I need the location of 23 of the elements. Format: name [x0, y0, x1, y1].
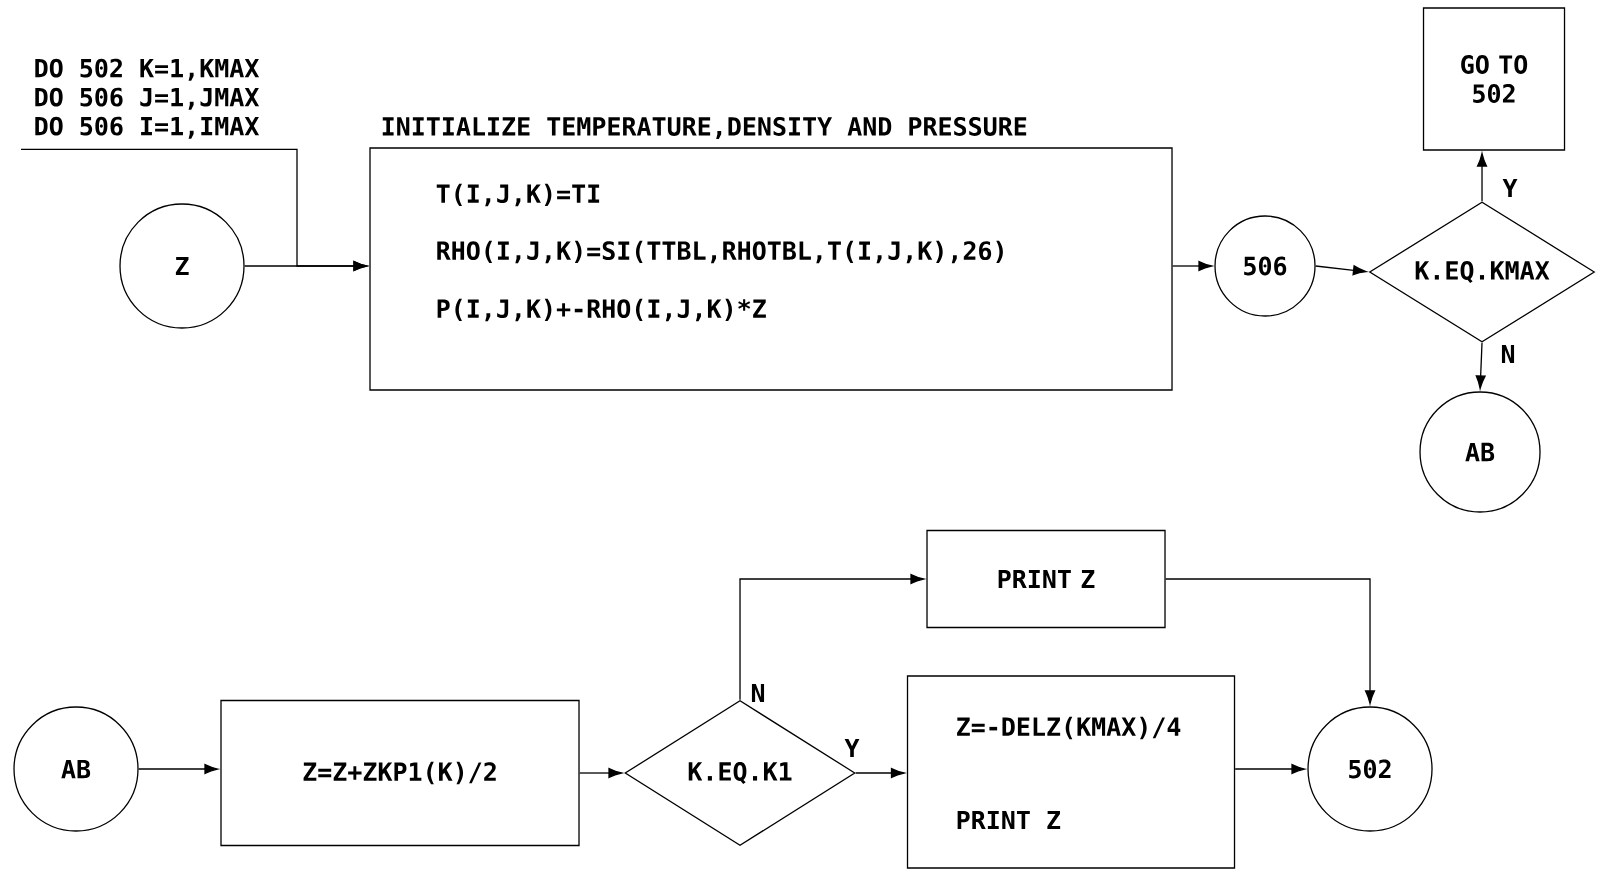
statement-text: Z=-DELZ(KMAX)/4	[957, 716, 1181, 740]
heading-text: INITIALIZE TEMPERATURE,DENSITY AND PRESSURE	[382, 116, 1027, 139]
arrow	[1234, 763, 1306, 775]
process-box: PRINT Z	[926, 529, 1166, 629]
process-box: Z=Z+ZKP1(K)/2	[220, 699, 580, 847]
arrow	[739, 573, 925, 701]
statement-text: RHO(I,J,K)=SI(TTBL,RHOTBL,T(I,J,K),26)	[437, 240, 1003, 264]
arrow	[1315, 265, 1367, 276]
statement-text: T(I,J,K)=TI	[436, 183, 600, 207]
process-box: GO TO 502	[1422, 7, 1566, 151]
arrow	[20, 148, 368, 272]
arrow	[1172, 260, 1213, 272]
arrow	[579, 767, 623, 779]
edge-label: Y	[1500, 176, 1520, 200]
statement-text: PRINT Z	[957, 810, 1061, 830]
edge-label: N	[1498, 342, 1518, 366]
arrow	[1165, 578, 1376, 705]
statement-text: P(I,J,K)+-RHO(I,J,K)*Z	[437, 298, 766, 322]
arrow	[138, 763, 219, 775]
arrow	[1476, 152, 1488, 202]
loop-text: DO 502 K=1,KMAX DO 506 J=1,JMAX DO 506 I=1,IMAX	[35, 58, 260, 139]
arrow	[1475, 342, 1486, 390]
arrow	[855, 767, 905, 779]
